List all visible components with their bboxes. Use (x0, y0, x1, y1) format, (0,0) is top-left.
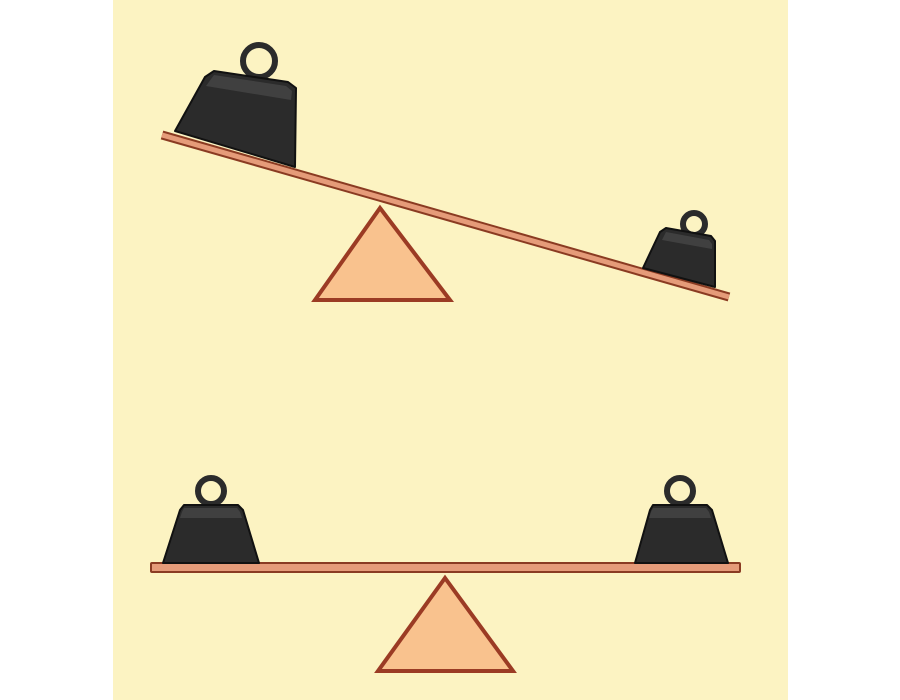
weight-small-right (642, 210, 716, 288)
weight-large-left (174, 42, 297, 168)
fulcrum-top (311, 204, 455, 302)
plank-top-face (161, 132, 730, 300)
fulcrum-bottom (374, 574, 517, 673)
weight-medium-right (634, 475, 729, 564)
weight-medium-left (162, 475, 260, 564)
seesaw-unbalanced (160, 42, 731, 302)
weight-highlight (649, 508, 711, 518)
weight-highlight (662, 232, 712, 249)
weight-highlight (206, 75, 292, 100)
weight-highlight (180, 508, 242, 518)
kettlebell-weight-icon (162, 504, 260, 564)
kettlebell-weight-icon (634, 504, 729, 564)
plank-bottom (150, 562, 741, 573)
seesaw-balanced (150, 475, 741, 673)
